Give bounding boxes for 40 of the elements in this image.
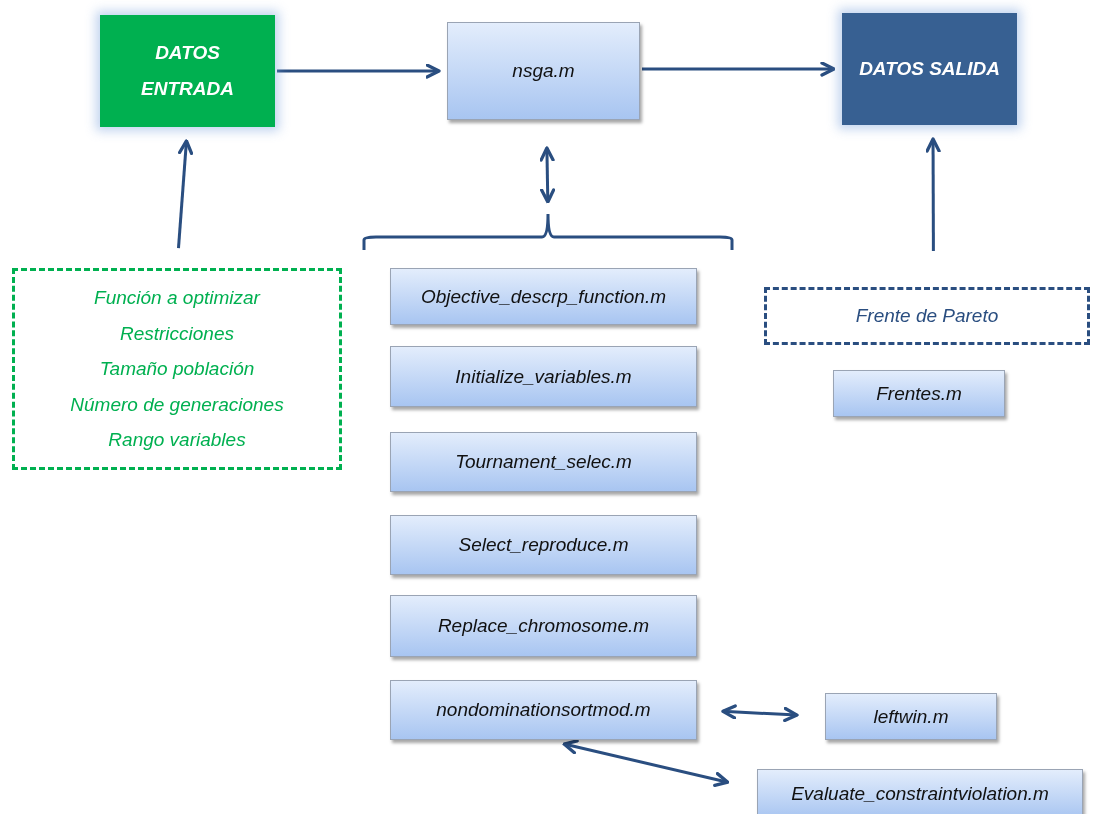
input-item: Rango variables [108, 428, 246, 453]
output-data-box [842, 13, 1017, 125]
double-arrow [539, 146, 556, 204]
box-label: Evaluate_constraintviolation.m [791, 783, 1049, 805]
box-label: nondominationsortmod.m [436, 699, 651, 721]
arrow [925, 137, 941, 251]
process-box [825, 693, 997, 740]
input-item: Número de generaciones [70, 392, 284, 417]
output-label: Frente de Pareto [855, 305, 999, 327]
box-label: leftwin.m [873, 705, 949, 728]
box-label: nsga.m [512, 60, 575, 82]
process-box [757, 769, 1083, 814]
double-arrow [562, 739, 730, 787]
process-box [390, 268, 697, 325]
dashed-input-box [12, 268, 342, 470]
box-label: Replace_chromosome.m [437, 615, 650, 637]
box-label: DATOS ENTRADA [140, 40, 235, 101]
box-label: DATOS SALIDA [859, 56, 1000, 81]
input-item: Restricciones [119, 321, 234, 346]
box-label: Select_reproduce.m [458, 534, 629, 556]
box-label: Objective_descrp_function.m [421, 285, 666, 308]
brace [362, 212, 734, 250]
process-box [390, 515, 697, 575]
box-label: Initialize_variables.m [455, 365, 632, 388]
box-label: Tournament_selec.m [455, 451, 632, 473]
input-item: Función a optimizar [94, 286, 260, 311]
process-box [390, 346, 697, 407]
process-box [390, 680, 697, 740]
arrow [177, 139, 194, 249]
double-arrow [721, 704, 799, 723]
process-box [833, 370, 1005, 417]
input-item: Tamaño población [99, 357, 255, 382]
dashed-output-box [764, 287, 1090, 345]
input-data-box [100, 15, 275, 127]
process-box [390, 432, 697, 492]
arrow [277, 63, 441, 79]
arrow [642, 61, 836, 77]
process-box [447, 22, 640, 120]
box-label: Frentes.m [876, 382, 962, 405]
process-box [390, 595, 697, 657]
